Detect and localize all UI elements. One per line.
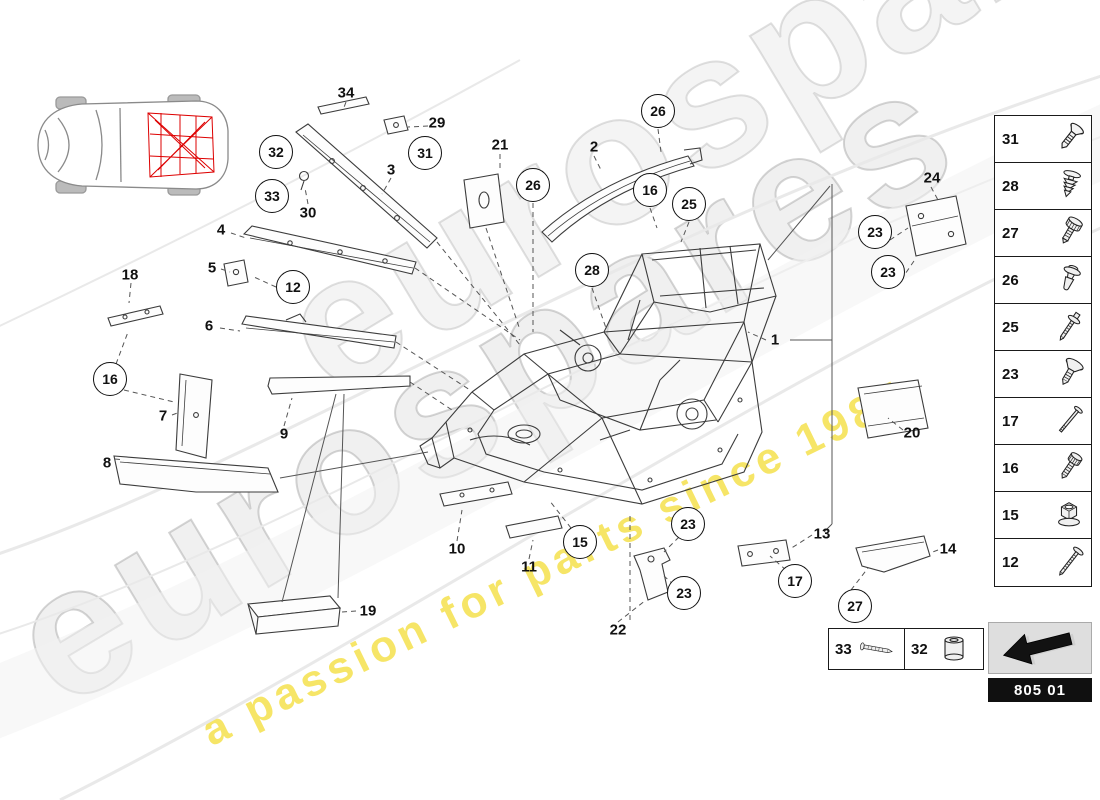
dashed-leader-lines bbox=[114, 101, 939, 623]
legend-number: 17 bbox=[1002, 412, 1019, 430]
legend-row-27[interactable]: 27 bbox=[995, 210, 1091, 257]
legend-row-28[interactable]: 28 bbox=[995, 163, 1091, 210]
background-swooshes bbox=[0, 59, 1100, 800]
label-3[interactable]: 3 bbox=[386, 161, 396, 179]
label-13[interactable]: 13 bbox=[813, 525, 831, 543]
hex-bolt-icon bbox=[1062, 216, 1083, 244]
label-1[interactable]: 1 bbox=[770, 331, 780, 349]
callout-27[interactable]: 27 bbox=[838, 589, 872, 623]
callout-28[interactable]: 28 bbox=[575, 253, 609, 287]
legend-row-31[interactable]: 31 bbox=[995, 116, 1091, 163]
expansion-clip-icon bbox=[1063, 170, 1081, 198]
callout-32[interactable]: 32 bbox=[259, 135, 293, 169]
socket-screw-icon bbox=[1061, 452, 1083, 479]
push-rivet-icon bbox=[1063, 264, 1081, 291]
label-6[interactable]: 6 bbox=[204, 317, 214, 335]
callout-26-b[interactable]: 26 bbox=[641, 94, 675, 128]
legend-row-17[interactable]: 17 bbox=[995, 398, 1091, 445]
callout-15[interactable]: 15 bbox=[563, 525, 597, 559]
legend-number: 31 bbox=[1002, 130, 1019, 148]
direction-arrow-box bbox=[988, 622, 1092, 674]
callout-23-b[interactable]: 23 bbox=[667, 576, 701, 610]
stud-washer-icon bbox=[1059, 311, 1081, 341]
countersunk-bolt-icon bbox=[1061, 357, 1084, 386]
arrow-icon bbox=[1002, 632, 1076, 665]
label-2[interactable]: 2 bbox=[589, 138, 599, 156]
label-30[interactable]: 30 bbox=[299, 204, 317, 222]
long-screw-icon bbox=[1059, 546, 1084, 576]
small-screw-icon bbox=[859, 642, 893, 654]
car-top-view bbox=[37, 94, 229, 196]
label-8[interactable]: 8 bbox=[102, 454, 112, 472]
label-18[interactable]: 18 bbox=[121, 266, 139, 284]
callout-23-a[interactable]: 23 bbox=[671, 507, 705, 541]
callout-31[interactable]: 31 bbox=[408, 136, 442, 170]
label-20[interactable]: 20 bbox=[903, 424, 921, 442]
label-19[interactable]: 19 bbox=[359, 602, 377, 620]
callout-23-c[interactable]: 23 bbox=[858, 215, 892, 249]
label-34[interactable]: 34 bbox=[337, 84, 355, 102]
callout-16-a[interactable]: 16 bbox=[633, 173, 667, 207]
legend-number: 27 bbox=[1002, 224, 1019, 242]
legend-row-25[interactable]: 25 bbox=[995, 304, 1091, 351]
callout-12[interactable]: 12 bbox=[276, 270, 310, 304]
label-29[interactable]: 29 bbox=[428, 114, 446, 132]
callout-33[interactable]: 33 bbox=[255, 179, 289, 213]
legend-row-15[interactable]: 15 bbox=[995, 492, 1091, 539]
label-10[interactable]: 10 bbox=[448, 540, 466, 558]
legend-number: 15 bbox=[1002, 506, 1019, 524]
label-21[interactable]: 21 bbox=[491, 136, 509, 154]
legend-number: 23 bbox=[1002, 365, 1019, 383]
label-5[interactable]: 5 bbox=[207, 259, 217, 277]
legend-row-32[interactable]: 32 bbox=[904, 628, 984, 670]
label-24[interactable]: 24 bbox=[923, 169, 941, 187]
label-4[interactable]: 4 bbox=[216, 221, 226, 239]
legend-row-33[interactable]: 33 bbox=[828, 628, 905, 670]
legend-number: 12 bbox=[1002, 554, 1019, 571]
callout-23-d[interactable]: 23 bbox=[871, 255, 905, 289]
fastener-legend: 31 28 27 bbox=[994, 115, 1092, 587]
legend-number: 16 bbox=[1002, 459, 1019, 477]
label-14[interactable]: 14 bbox=[939, 540, 957, 558]
legend-row-23[interactable]: 23 bbox=[995, 351, 1091, 398]
legend-row-26[interactable]: 26 bbox=[995, 257, 1091, 304]
legend-number: 33 bbox=[835, 640, 852, 658]
callout-16-b[interactable]: 16 bbox=[93, 362, 127, 396]
label-22[interactable]: 22 bbox=[609, 621, 627, 639]
callout-17[interactable]: 17 bbox=[778, 564, 812, 598]
flange-nut-icon bbox=[1058, 502, 1080, 527]
long-bolt-icon bbox=[1058, 405, 1083, 433]
chassis-frame bbox=[419, 243, 777, 505]
countersunk-screw-icon bbox=[1061, 122, 1084, 149]
part-code-badge: 805 01 bbox=[988, 678, 1092, 702]
label-9[interactable]: 9 bbox=[279, 425, 289, 443]
callout-26-a[interactable]: 26 bbox=[516, 168, 550, 202]
legend-number: 28 bbox=[1002, 177, 1019, 195]
legend-row-12[interactable]: 12 bbox=[995, 539, 1091, 586]
sleeve-icon bbox=[944, 636, 964, 661]
solid-leader-lines bbox=[279, 184, 833, 603]
label-11[interactable]: 11 bbox=[521, 558, 537, 576]
legend-number: 32 bbox=[911, 640, 928, 658]
legend-number: 25 bbox=[1002, 318, 1019, 336]
label-7[interactable]: 7 bbox=[158, 407, 168, 425]
callout-25[interactable]: 25 bbox=[672, 187, 706, 221]
legend-number: 26 bbox=[1002, 271, 1019, 289]
legend-row-16[interactable]: 16 bbox=[995, 445, 1091, 492]
